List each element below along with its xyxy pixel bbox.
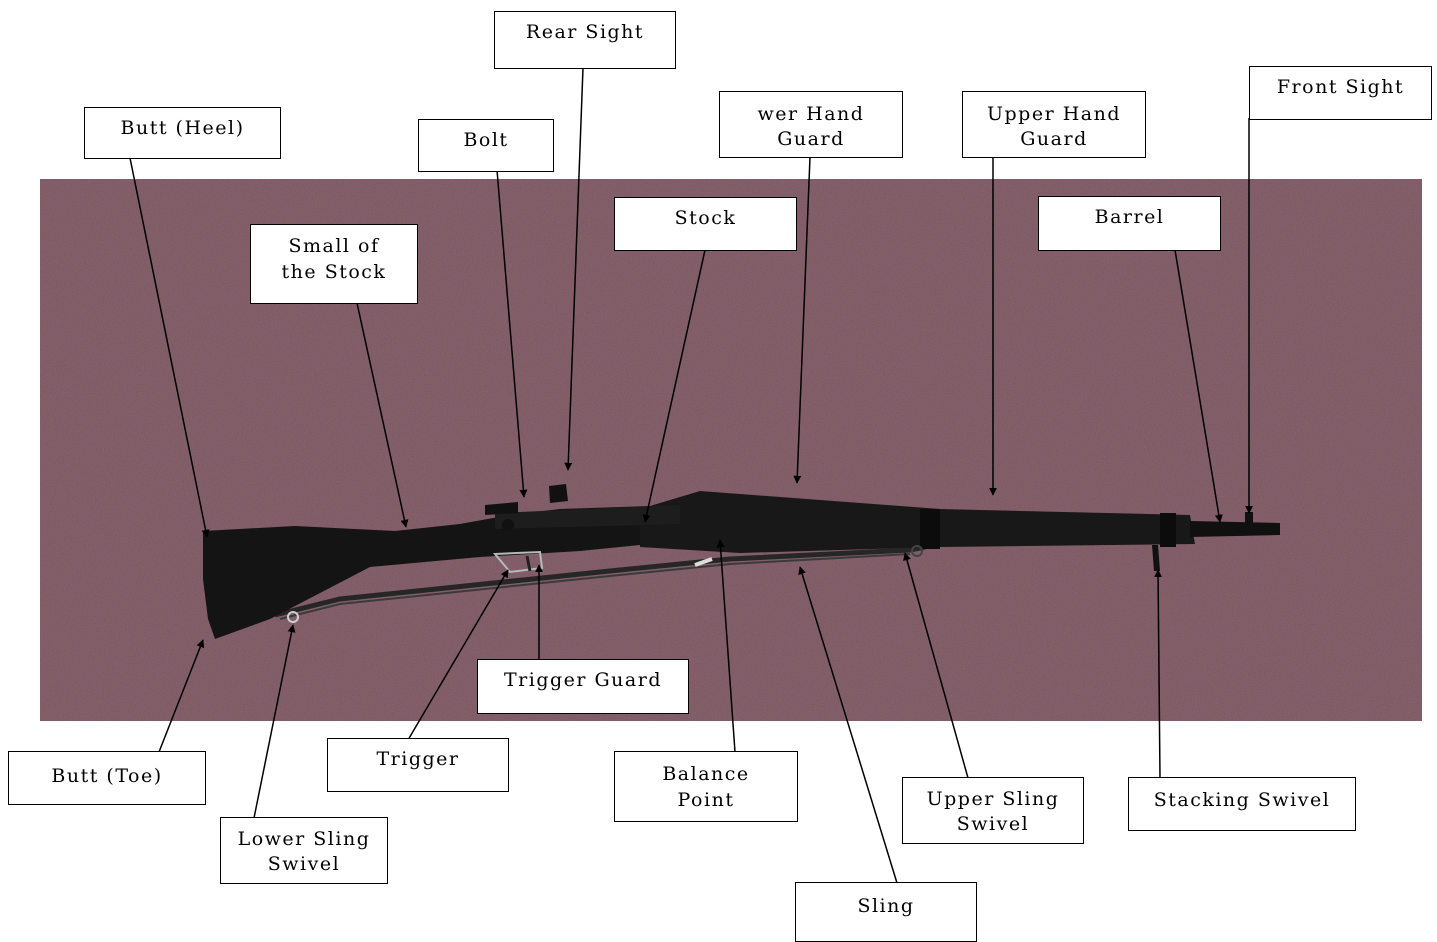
leader-trigger (408, 570, 508, 740)
label-upper-sling-swivel: Upper Sling Swivel (902, 777, 1084, 844)
leader-sling (800, 567, 897, 883)
label-small-of-stock: Small of the Stock (250, 224, 418, 304)
label-balance-point: Balance Point (614, 751, 798, 822)
leader-stacking-swivel (1158, 570, 1160, 778)
leader-barrel (1175, 250, 1220, 522)
leader-upper-sling-swivel (905, 553, 968, 778)
label-sling: Sling (795, 882, 977, 942)
leader-small-of-stock (357, 303, 406, 527)
leader-lower-hand-guard (797, 157, 810, 483)
label-lower-hand-guard: wer Hand Guard (719, 91, 903, 158)
leader-stock (645, 250, 705, 522)
label-stacking-swivel: Stacking Swivel (1128, 777, 1356, 831)
leader-balance-point (720, 540, 735, 752)
label-butt-toe: Butt (Toe) (8, 751, 206, 805)
label-rear-sight: Rear Sight (494, 11, 676, 69)
label-butt-heel: Butt (Heel) (84, 107, 281, 159)
label-stock: Stock (614, 197, 797, 251)
label-lower-sling-swivel: Lower Sling Swivel (220, 817, 388, 884)
leader-butt-toe (159, 640, 203, 752)
label-bolt: Bolt (418, 119, 554, 172)
label-trigger: Trigger (327, 738, 509, 792)
leader-lower-sling-swivel (254, 625, 293, 818)
label-front-sight: Front Sight (1249, 66, 1432, 120)
label-trigger-guard: Trigger Guard (477, 659, 689, 714)
label-barrel: Barrel (1038, 196, 1221, 251)
leader-butt-heel (130, 158, 207, 537)
leader-rear-sight (568, 68, 583, 470)
leader-bolt (497, 170, 524, 497)
label-upper-hand-guard: Upper Hand Guard (962, 91, 1146, 158)
